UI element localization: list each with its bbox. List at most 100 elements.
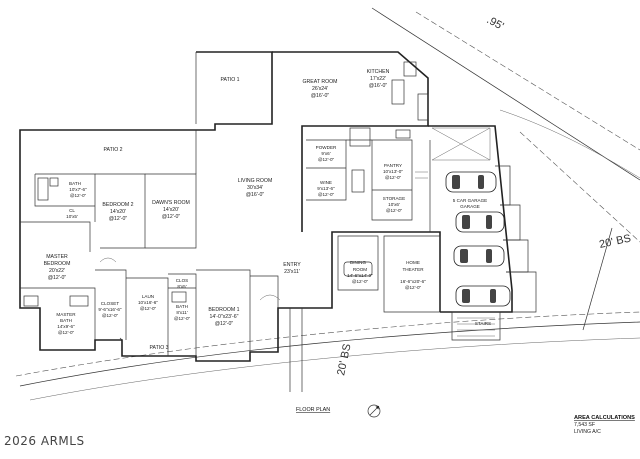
dining-room-name-2: ROOM: [353, 267, 367, 272]
room-labels: PATIO 1 GREAT ROOM 26'x24' @16'-0" KITCH…: [44, 69, 492, 351]
wall-dining: [337, 235, 379, 291]
kitchen-island: [391, 79, 405, 105]
wine-size: 9'x13'-6": [317, 186, 335, 191]
wall-bath2: [168, 273, 197, 356]
kitchen-counter-area: [432, 127, 491, 161]
dining-room-ceiling: @12'-0": [352, 279, 369, 284]
exterior-walls: [19, 51, 513, 362]
bath-name: BATH: [69, 181, 81, 186]
dawns-room-ceiling: @12'-0": [162, 214, 181, 220]
setback-bottom-label: 20' BS: [335, 343, 353, 377]
lot-lines: [15, 7, 640, 401]
bar-counter: [349, 127, 371, 147]
living-room-ceiling: @16'-0": [246, 192, 265, 198]
patio2-name: PATIO 2: [103, 147, 122, 153]
car-1: [445, 171, 497, 193]
storage-name: STORAGE: [383, 196, 405, 201]
appliances: [417, 93, 429, 121]
storage-ceiling: @12'-0": [386, 208, 403, 213]
patio3-name: PATIO 3: [149, 345, 168, 351]
wall-master-top: [20, 221, 91, 252]
dining-table: [343, 261, 373, 277]
tub: [37, 177, 49, 201]
cars: [445, 171, 511, 307]
wall-bedroom1: [196, 269, 251, 352]
bath2-vanity: [171, 291, 187, 303]
wall-bath-cl: [35, 173, 96, 222]
sink-counter: [395, 129, 411, 139]
watermark: 2026 ARMLS: [4, 434, 85, 448]
master-tub: [23, 295, 39, 307]
wine-ceiling: @12'-0": [318, 192, 335, 197]
wall-closet: [95, 269, 127, 340]
car-2: [455, 211, 505, 233]
living-room-name: LIVING ROOM: [238, 178, 273, 184]
bath2-size: 8'x11': [176, 310, 187, 315]
pantry-ceiling: @12'-0": [385, 175, 402, 180]
bath2-ceiling: @12'-0": [174, 316, 191, 321]
master-bath-size: 14'x9'-6": [57, 324, 75, 329]
door-swing: [99, 257, 117, 263]
dining-room-size: 14'-6"x14'-0": [347, 273, 373, 278]
door-swing-entry: [259, 294, 281, 301]
wine-name: WINE: [320, 180, 332, 185]
bedroom2-name: BEDROOM 2: [102, 202, 133, 208]
garage-name: 5 CAR GARAGE: [453, 198, 487, 203]
laun-name: LAUN: [142, 294, 154, 299]
clos-size: 8'x5': [177, 284, 186, 289]
master-bedroom-name: MASTER: [46, 254, 68, 260]
car-3: [453, 245, 505, 267]
storage-size: 10'x6': [388, 202, 400, 207]
cl-name: CL: [69, 208, 75, 213]
dining-room-name: DINING: [350, 260, 367, 265]
area-total: 7,543 SF: [574, 422, 595, 428]
wine-rack: [351, 169, 365, 193]
driveway-curve: [499, 109, 640, 179]
clos-name: CLOS: [176, 278, 189, 283]
entry-size: 23'x11': [284, 269, 300, 275]
laun-ceiling: @12'-0": [140, 306, 157, 311]
north-arrow-icon: [367, 404, 381, 418]
stairs-name: STAIRS: [475, 321, 491, 326]
floor-plan-label: FLOOR PLAN: [296, 407, 330, 413]
wall-dawns: [145, 173, 197, 249]
pantry-name: PANTRY: [384, 163, 402, 168]
home-theater-size: 16'-6"x20'-6": [400, 279, 426, 284]
property-line-top: [371, 7, 640, 181]
bedroom1-ceiling: @12'-0": [215, 321, 234, 327]
great-room-ceiling: @16'-0": [311, 93, 330, 99]
powder-name: POWDER: [316, 145, 337, 150]
dawns-room-size: 14'x20': [163, 207, 179, 213]
fixtures: [23, 61, 429, 307]
wall-pantry-storage: [371, 139, 413, 221]
master-bedroom-name-2: BEDROOM: [44, 261, 71, 267]
wall-entry: [250, 275, 279, 308]
bath2-name: BATH: [176, 304, 188, 309]
closet-name: CLOSET: [101, 301, 120, 306]
bedroom2-ceiling: @12'-0": [109, 216, 128, 222]
master-bedroom-ceiling: @12'-0": [48, 275, 67, 281]
bath-ceiling: @12'-0": [70, 193, 87, 198]
great-room-name: GREAT ROOM: [303, 79, 338, 85]
area-type: LIVING A/C: [574, 429, 601, 435]
master-bedroom-size: 20'x22': [49, 268, 65, 274]
closet-size: 9'-6"x16'-6": [98, 307, 122, 312]
pantry-size: 10'x13'-0": [383, 169, 403, 174]
wall-powder-wine: [306, 139, 347, 201]
great-room-size: 26'x24': [312, 86, 328, 92]
setback-top-label: .95': [485, 14, 506, 33]
cl-size: 10'x5': [66, 214, 78, 219]
master-vanity: [69, 295, 89, 307]
range: [403, 61, 417, 77]
bedroom1-name: BEDROOM 1: [208, 307, 239, 313]
area-calculations: AREA CALCULATIONS 7,543 SF LIVING A/C: [574, 415, 635, 435]
bath-size: 10'x7'-6": [69, 187, 87, 192]
wall-master-bath-top: [20, 287, 96, 340]
plan-title-block: FLOOR PLAN: [296, 404, 381, 418]
vanity: [49, 177, 59, 187]
garage-bays: [431, 127, 537, 313]
wall-theater: [383, 235, 441, 313]
dawns-room-name: DAWN'S ROOM: [152, 200, 190, 206]
kitchen-ceiling: @16'-0": [369, 83, 388, 89]
setback-right-label: 20' BS: [598, 233, 632, 251]
